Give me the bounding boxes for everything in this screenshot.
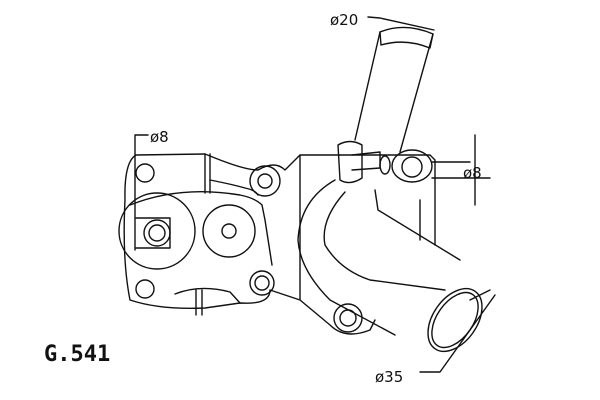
bolt-hole (257, 173, 273, 189)
dimension-right-port: ø8 (463, 164, 482, 182)
part-code: G.541 (44, 342, 111, 367)
outlet-pipe (297, 179, 483, 353)
dimension-outlet-pipe: ø35 (375, 368, 403, 386)
bolt-hole (135, 279, 155, 299)
flange-plate (118, 153, 376, 335)
side-port (337, 140, 436, 246)
dimension-lines (134, 16, 496, 373)
bolt-hole (254, 275, 270, 291)
upper-pipe (354, 26, 434, 153)
dimension-left-port: ø8 (150, 128, 169, 146)
bolt-hole (135, 163, 155, 183)
dimension-upper-pipe: ø20 (330, 11, 358, 29)
